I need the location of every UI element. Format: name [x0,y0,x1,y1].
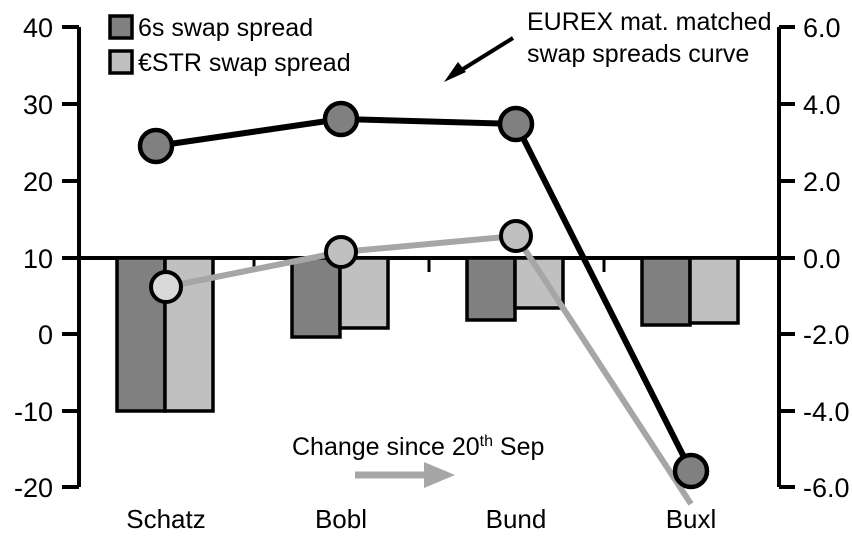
line-eurex-path [155,116,694,473]
bar-group-bund [465,256,565,322]
change-annotation-text: Change since 20th Sep [292,433,544,461]
right-axis-tick-6: -6.0 [803,473,850,503]
legend-swatch-6s [108,14,134,40]
marker-change-schatz[interactable] [149,270,183,304]
marker-eurex-buxl[interactable] [672,452,710,490]
bar-6s-buxl[interactable] [640,256,692,327]
left-axis-tick-0: 40 [23,13,53,43]
bar-6s-bund[interactable] [465,256,517,322]
category-labels: Schatz Bobl Bund Buxl [126,504,716,534]
marker-eurex-bobl[interactable] [322,100,360,138]
right-axis: 6.0 4.0 2.0 0.0 -2.0 -4.0 -6.0 [777,13,850,503]
marker-eurex-bund[interactable] [497,105,535,143]
right-axis-tick-0: 6.0 [803,13,841,43]
bar-group-bobl [290,256,390,339]
change-annotation-superscript: th [480,433,493,450]
marker-eurex-schatz[interactable] [137,127,175,165]
legend-swatch-estr [108,49,134,75]
bar-estr-bobl[interactable] [338,256,390,330]
left-axis-tick-6: -20 [14,473,53,503]
change-annotation-arrow-icon [355,462,455,488]
right-axis-tick-3: 0.0 [803,244,841,274]
marker-change-bund[interactable] [499,219,533,253]
category-label-bund: Bund [486,504,547,534]
curve-annotation-arrow-icon [444,36,515,82]
change-annotation-text-before: Change since 20 [292,433,480,461]
category-label-buxl: Buxl [666,504,717,534]
change-annotation: Change since 20th Sep [292,433,544,488]
right-axis-tick-4: -2.0 [803,320,850,350]
right-axis-tick-1: 4.0 [803,90,841,120]
curve-annotation: EUREX mat. matched swap spreads curve [444,8,772,82]
curve-annotation-line2: swap spreads curve [527,40,749,68]
legend: 6s swap spread €STR swap spread [108,14,351,77]
left-axis: 40 30 20 10 0 -10 -20 [14,13,81,503]
line-change-since-sep [149,219,694,506]
legend-label-estr: €STR swap spread [138,49,351,77]
left-axis-tick-4: 0 [38,320,53,350]
bar-estr-buxl[interactable] [688,256,740,325]
curve-annotation-line1: EUREX mat. matched [527,8,772,36]
line-eurex-curve [137,100,710,490]
line-change-path [165,233,694,506]
marker-change-bobl[interactable] [324,235,358,269]
change-annotation-text-after: Sep [493,433,544,461]
category-label-bobl: Bobl [315,504,367,534]
right-axis-tick-5: -4.0 [803,397,850,427]
bar-6s-schatz[interactable] [115,256,167,413]
legend-label-6s: 6s swap spread [138,14,313,42]
category-label-schatz: Schatz [126,504,206,534]
left-axis-tick-2: 20 [23,167,53,197]
bar-6s-bobl[interactable] [290,256,342,339]
left-axis-tick-1: 30 [23,90,53,120]
left-axis-tick-3: 10 [23,244,53,274]
left-axis-tick-5: -10 [14,397,53,427]
right-axis-tick-2: 2.0 [803,167,841,197]
bar-group-buxl [640,256,740,327]
